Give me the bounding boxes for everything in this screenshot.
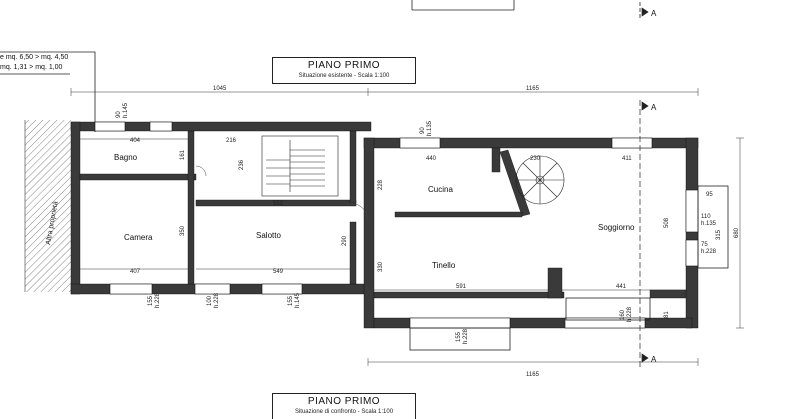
room-bagno: Bagno [114,153,138,162]
top-title-heading: PIANO PRIMO [307,60,381,71]
w-right-2-height: h.228 [701,249,717,255]
section-mark-bottom: A [651,355,657,364]
neighbor-property: Altra proprietà [24,120,71,292]
bottom-title-subtitle: Situazione di confronto - Scala 1:100 [294,409,394,415]
dim-cucina-depth: 228 [378,179,384,190]
room-salotto: Salotto [256,231,281,240]
door-swings [195,165,369,222]
dim-soggiorno-width: 441 [616,284,627,290]
top-title-subtitle: Situazione esistente - Scala 1:100 [298,73,390,79]
dim-bagno-width: 404 [130,138,141,144]
room-soggiorno: Soggiorno [598,223,635,232]
dim-stair-depth: 236 [239,159,245,170]
w-salotto-2-width: 155 [288,295,294,306]
w-right-2-width: 75 [701,242,708,248]
dim-salotto-top: 552 [273,201,284,207]
walls [70,121,699,329]
w-bagno-width: 90 [116,111,122,118]
room-tinello: Tinello [432,261,456,270]
area-note-2: mq. 1,31 > mq. 1,00 [0,64,63,71]
dim-salotto-depth: 290 [342,235,348,246]
section-mark-top: A [651,9,657,18]
dim-overall-bottom: 1165 [526,372,540,378]
top-title-block: PIANO PRIMO Situazione esistente - Scala… [272,57,416,84]
dim-tinello-width: 591 [456,284,467,290]
area-note-1: e mq. 6,50 > mq. 4,50 [0,54,69,61]
dim-right-wall: 81 [664,311,670,318]
dim-bagno-depth: 161 [180,149,186,160]
w-camera-width: 155 [148,295,154,306]
dim-spiral-width: 230 [530,156,541,162]
w-right-1-width: 110 [701,214,711,220]
spiral-stair [515,155,565,205]
w-salotto-1-width: 100 [207,295,213,306]
straight-stair [261,135,339,197]
dim-soggiorno-depth: 508 [664,217,670,228]
w-bagno-height: h.145 [123,102,129,118]
dim-camera-width: 407 [130,269,141,275]
w-camera-height: h.228 [155,292,161,308]
dim-right-depth: 680 [734,227,740,238]
dim-stair-width: 216 [226,138,237,144]
section-line [639,7,649,370]
note-box [0,51,96,132]
room-cucina: Cucina [428,185,453,194]
bottom-title-block: PIANO PRIMO Situazione di confronto - Sc… [272,393,416,419]
w-tinello-height: h.228 [463,328,469,344]
dim-balcony-depth: 95 [706,192,713,198]
w-tinello-width: 155 [456,331,462,342]
dim-salotto-width: 549 [273,269,284,275]
balconies [409,185,729,351]
dimension-lines [70,88,744,366]
section-mark-mid: A [651,103,657,112]
w-salotto-1-height: h.228 [214,292,220,308]
w-right-1-height: h.135 [701,221,717,227]
w-soggiorno-width: 160 [620,309,626,320]
bottom-title-heading: PIANO PRIMO [307,396,381,407]
dim-overall-left: 1045 [213,86,227,92]
dim-cucina-width: 440 [426,156,437,162]
w-soggiorno-height: h.228 [627,306,633,322]
dim-tinello-depth: 330 [378,261,384,272]
w-cucina-width: 90 [420,127,426,134]
w-right-1-extra: 315 [716,229,722,240]
openings [94,121,699,329]
dim-camera-depth: 350 [180,225,186,236]
upper-drawing-fragment [411,0,641,20]
room-camera: Camera [124,233,153,242]
dim-soggiorno-top: 411 [622,156,632,162]
dim-overall-right: 1165 [526,86,540,92]
w-salotto-2-height: h.145 [295,292,301,308]
w-cucina-height: h.135 [427,120,433,136]
